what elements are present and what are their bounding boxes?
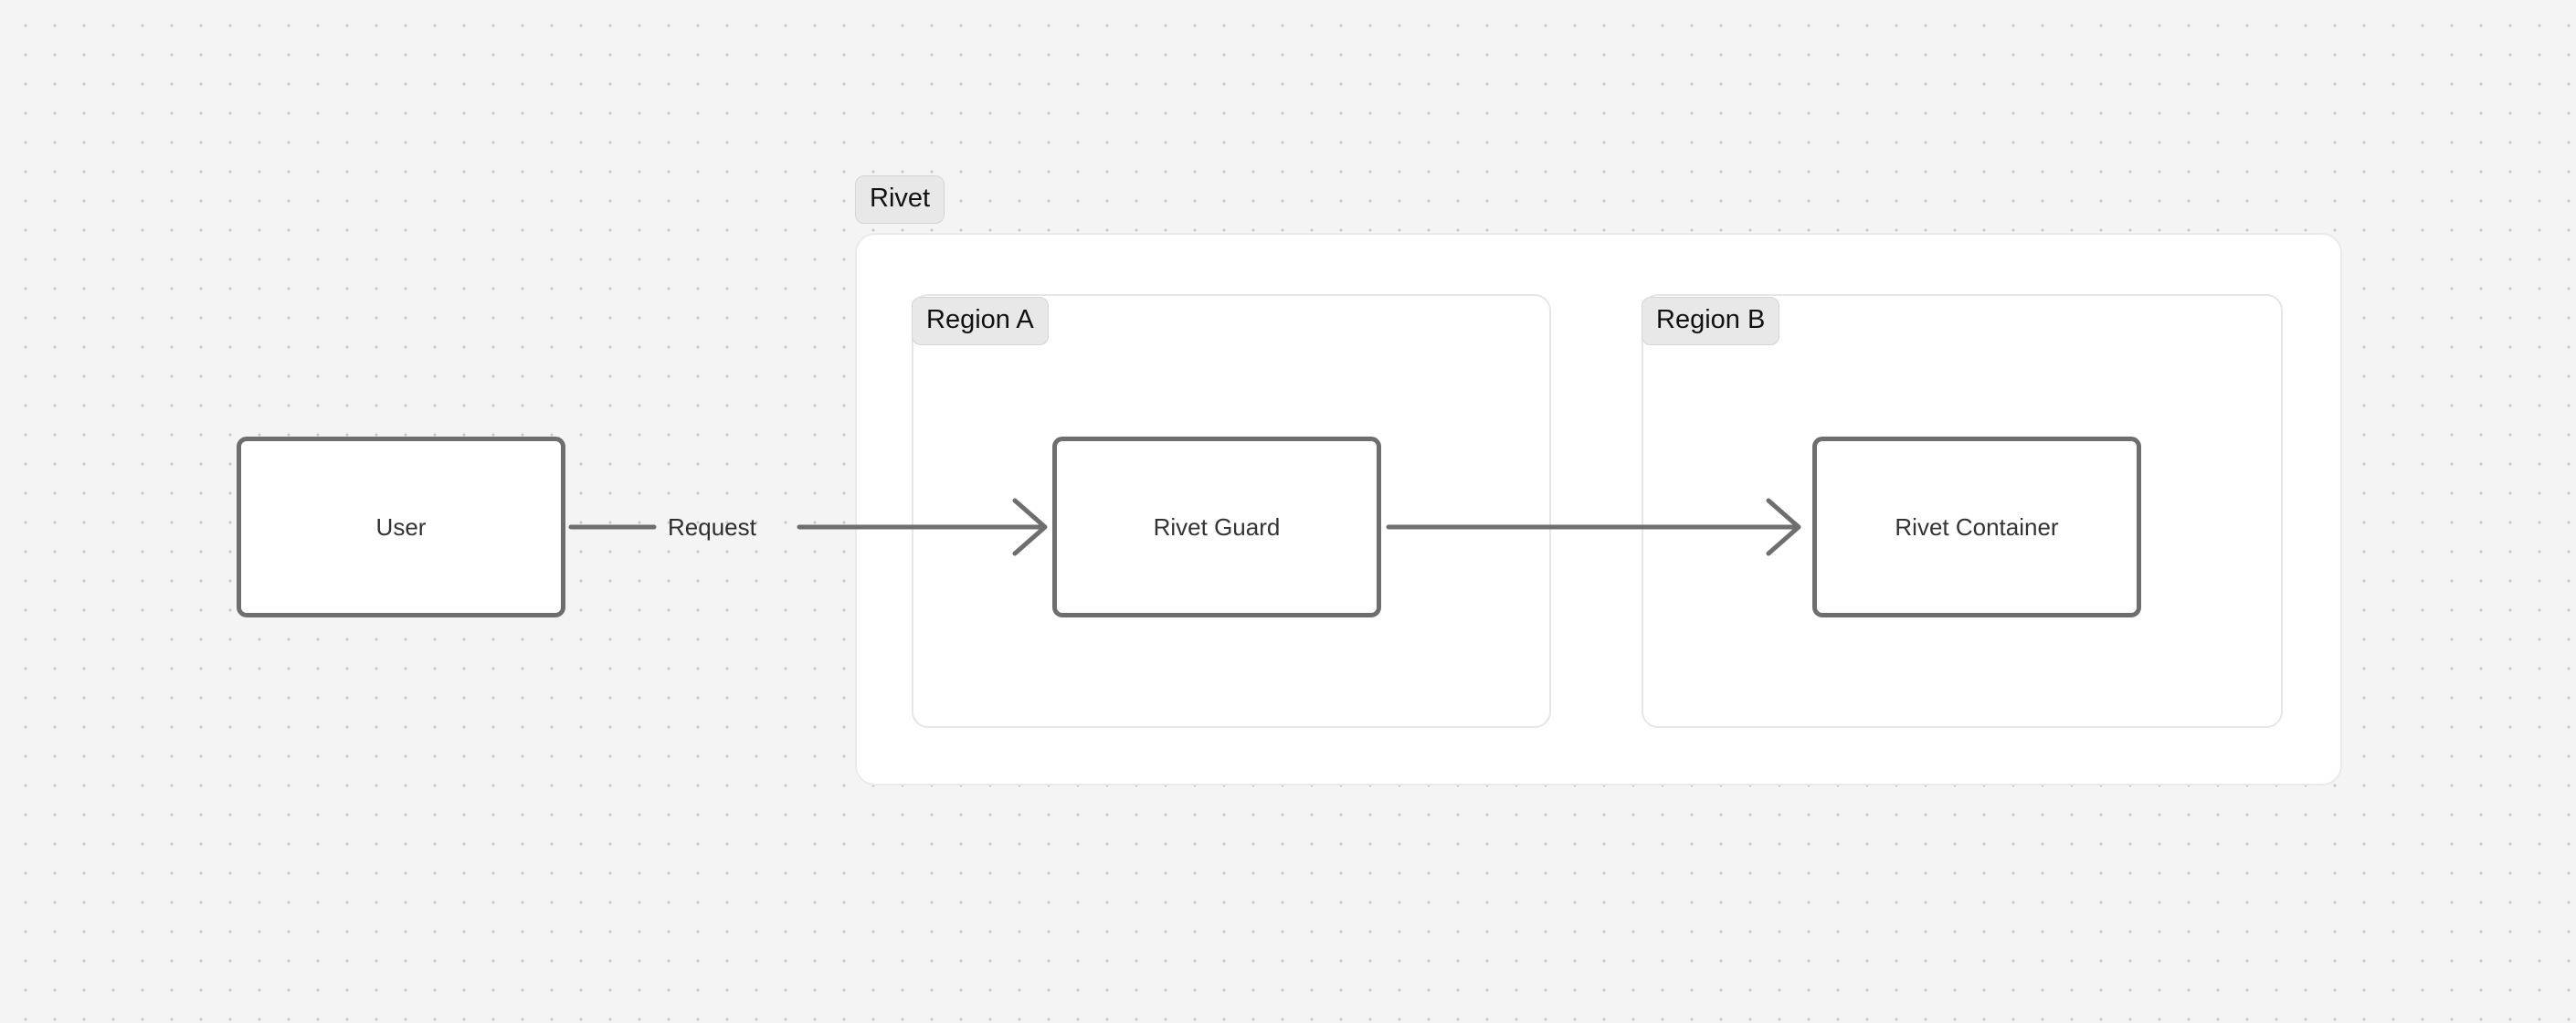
group-label-region-b[interactable]: Region B <box>1642 297 1780 345</box>
node-rivet-guard[interactable]: Rivet Guard <box>1052 437 1381 617</box>
group-label-rivet[interactable]: Rivet <box>855 175 945 224</box>
node-rivet-container-label: Rivet Container <box>1895 512 2059 541</box>
node-rivet-guard-label: Rivet Guard <box>1153 512 1281 541</box>
node-user[interactable]: User <box>237 437 565 617</box>
edge-label-request[interactable]: Request <box>668 513 756 541</box>
group-label-region-a[interactable]: Region A <box>912 297 1049 345</box>
node-rivet-container[interactable]: Rivet Container <box>1812 437 2141 617</box>
node-user-label: User <box>375 512 427 541</box>
